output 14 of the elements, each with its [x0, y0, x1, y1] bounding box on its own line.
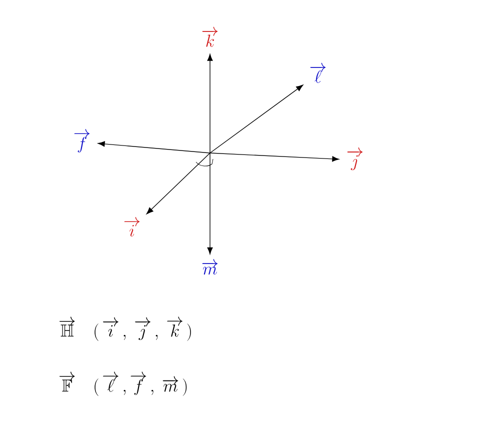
vector-label: $\overrightarrow{f}$ — [74, 129, 90, 153]
basis-formula: $\overrightarrow{\mathbb{H}}\quad (\,\overrightarrow{i}\,,\ \overrightarrow{j}\,,\ \overrightarrow{k}\,)$ — [60, 316, 191, 341]
arrow — [210, 84, 304, 154]
basis-formula: $\overrightarrow{\mathbb{F}}\quad (\,\overrightarrow{\ell}\,,\overrightarrow{f}\,,\ \overrightarrow{m}\,)$ — [60, 372, 187, 396]
arrow — [210, 152, 340, 162]
arrow — [146, 152, 210, 214]
vector-label: $\overrightarrow{k}$ — [202, 26, 218, 47]
vector-label: $\overrightarrow{m}$ — [202, 259, 218, 275]
vector-label: $\overrightarrow{i}$ — [124, 217, 140, 236]
arrow — [207, 54, 213, 154]
vector-label: $\overrightarrow{j}$ — [347, 148, 363, 170]
vector-label: $\overrightarrow{\ell}$ — [310, 62, 326, 83]
arrow — [207, 152, 213, 254]
arrow — [98, 141, 210, 154]
